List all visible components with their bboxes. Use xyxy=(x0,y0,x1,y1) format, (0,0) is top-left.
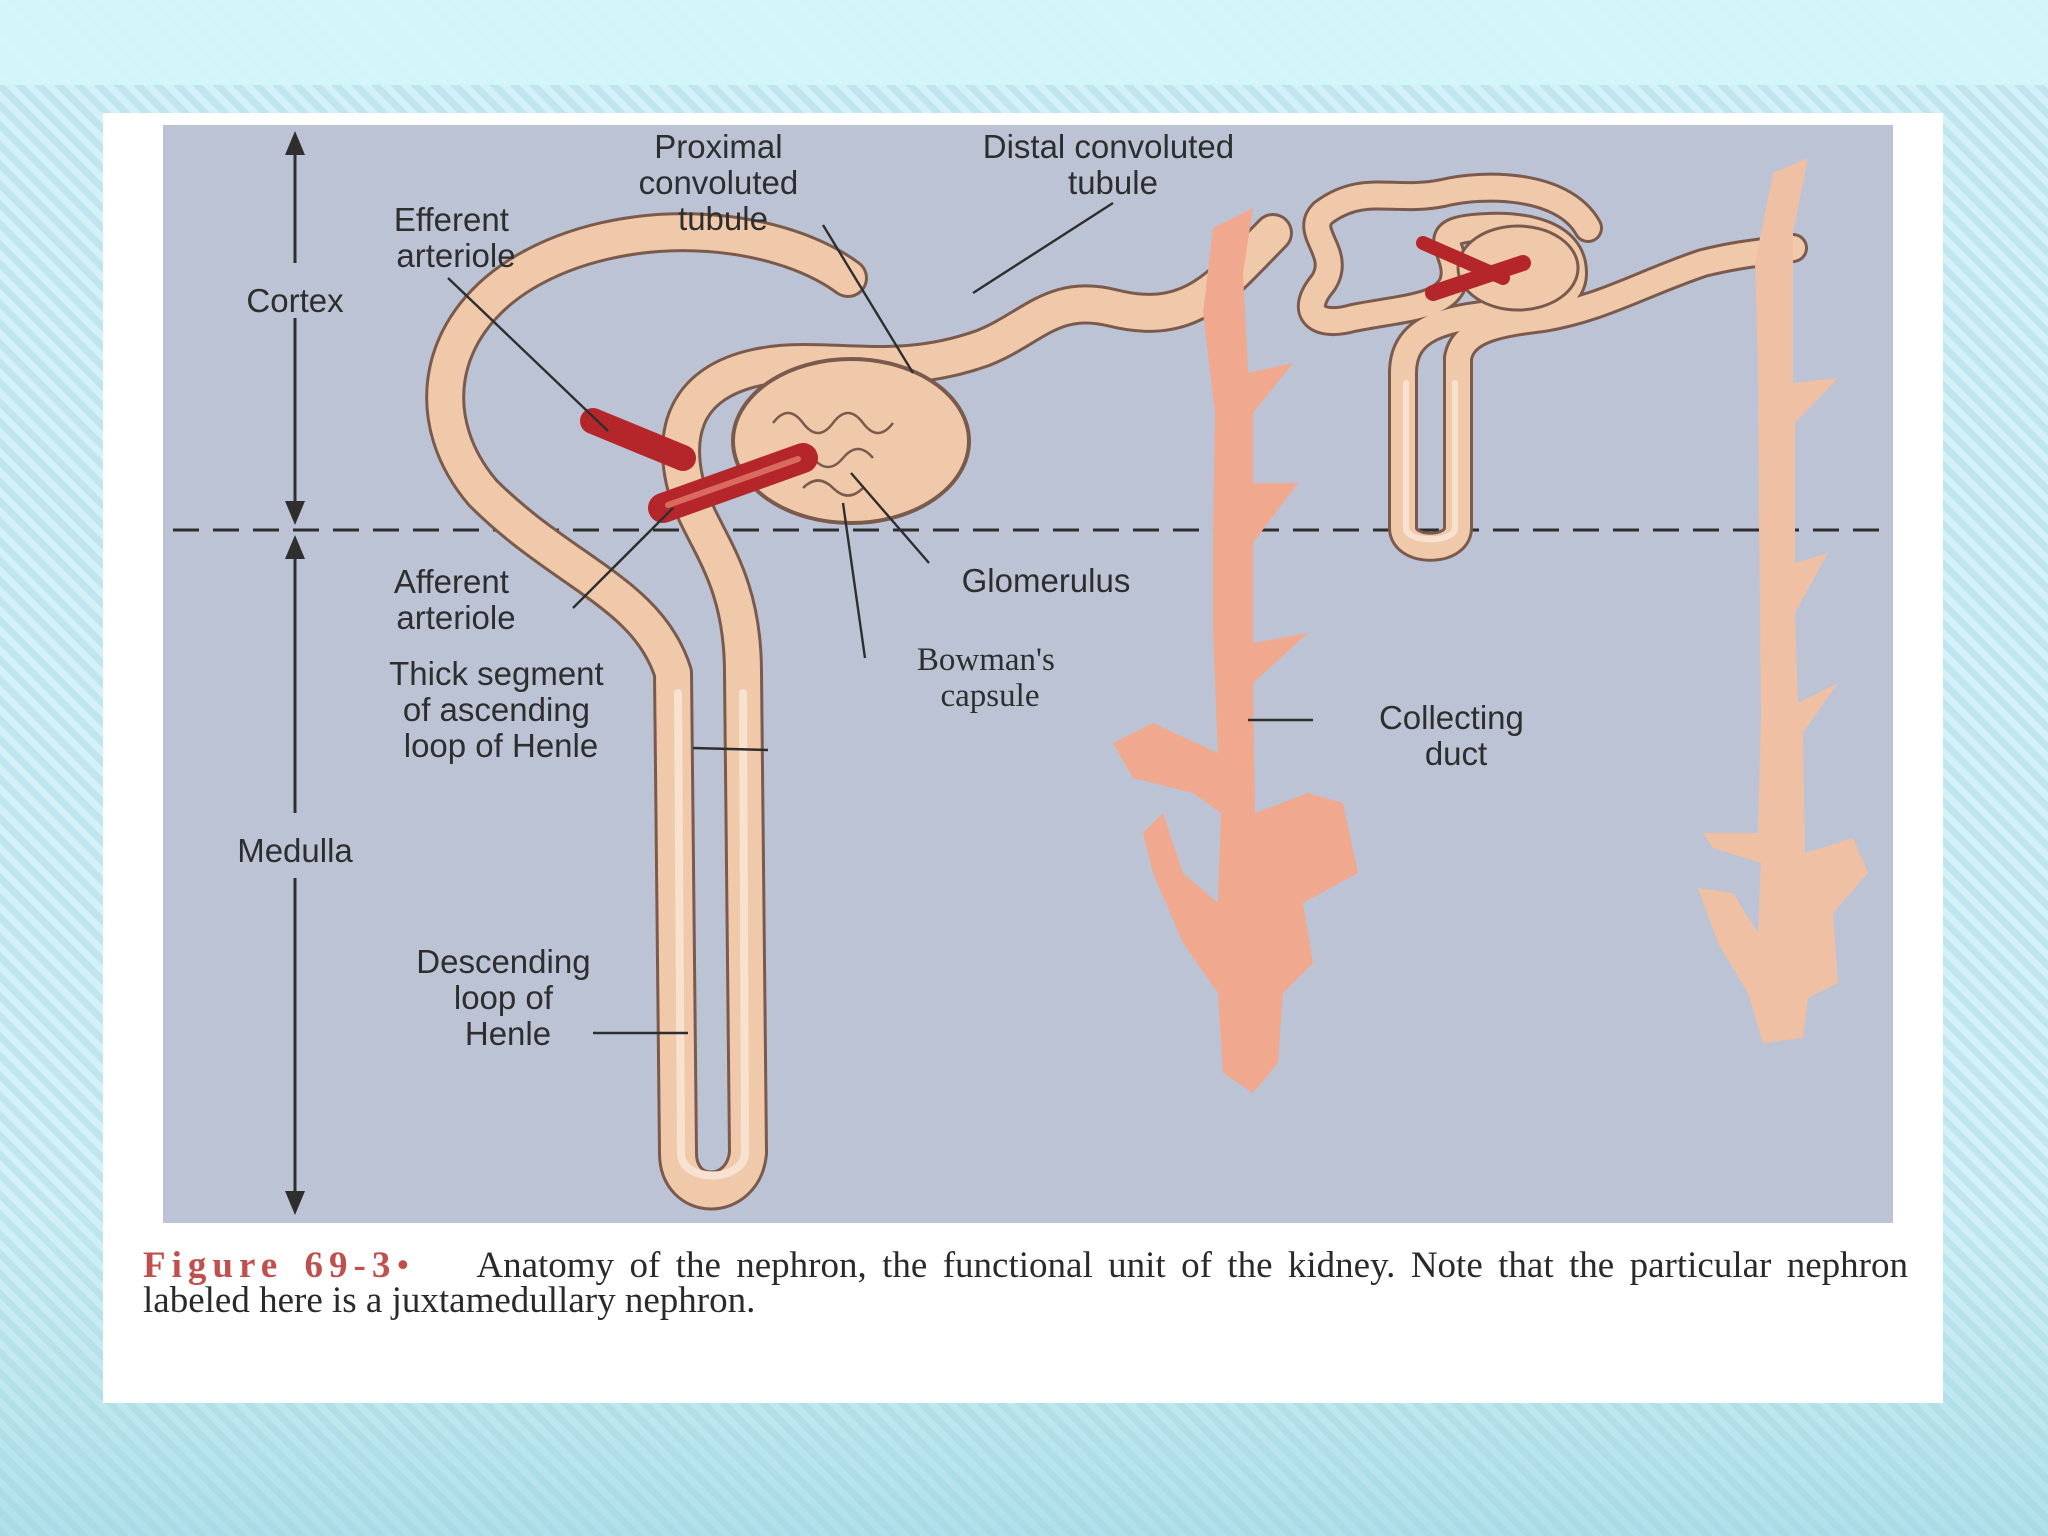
juxtamedullary-nephron xyxy=(425,212,1293,1211)
label-thick-segment: Thick segment of ascending loop of Henle xyxy=(389,655,613,764)
cortex-arrow-up-head xyxy=(285,131,305,155)
figure-panel: Cortex Medulla Proximal convoluted tubul… xyxy=(103,113,1943,1403)
medulla-arrow-up-head xyxy=(285,535,305,559)
label-afferent-arteriole: Afferent arteriole xyxy=(394,563,518,636)
label-medulla: Medulla xyxy=(237,832,353,869)
efferent-arteriole-vessel xyxy=(580,408,696,471)
nephron-diagram: Cortex Medulla Proximal convoluted tubul… xyxy=(163,125,1893,1223)
cortical-loop-lumen xyxy=(1403,380,1458,543)
leader-afferent xyxy=(572,507,674,609)
collecting-duct-right xyxy=(1698,158,1868,1043)
label-descending-loop: Descending loop of Henle xyxy=(416,943,599,1052)
label-efferent-arteriole: Efferent arteriole xyxy=(394,201,518,274)
collecting-duct-main xyxy=(1113,208,1358,1093)
leader-bowmans xyxy=(841,502,867,659)
label-collecting-duct: Collecting duct xyxy=(1379,699,1533,772)
leader-distal xyxy=(972,201,1114,295)
figure-caption: Figure 69-3•Anatomy of the nephron, the … xyxy=(143,1245,1908,1321)
loop-of-henle-lumen xyxy=(674,689,749,1180)
caption-text: Anatomy of the nephron, the functional u… xyxy=(143,1245,1908,1321)
afferent-arteriole-highlight xyxy=(665,456,801,508)
tubule-fill xyxy=(428,215,1290,1208)
collecting-duct-shape xyxy=(1113,208,1358,1093)
leader-proximal xyxy=(821,224,915,374)
medulla-arrow-down-head xyxy=(285,1191,305,1215)
caption-separator: • xyxy=(396,1245,410,1286)
right-collecting-duct-shape xyxy=(1698,158,1868,1043)
cortical-afferent-arteriole xyxy=(1425,255,1531,301)
label-glomerulus: Glomerulus xyxy=(962,562,1131,599)
leader-efferent xyxy=(447,277,609,432)
leader-thick-segment xyxy=(692,746,769,752)
figure-number: Figure 69-3 xyxy=(143,1245,397,1286)
cortical-nephron xyxy=(1296,172,1808,562)
leader-glomerulus xyxy=(850,472,930,564)
label-bowmans-capsule: Bowman's capsule xyxy=(917,642,1063,714)
label-distal-tubule: Distal convoluted tubule xyxy=(983,128,1243,201)
label-cortex: Cortex xyxy=(246,282,344,319)
cortex-arrow-down-head xyxy=(285,501,305,525)
bowmans-capsule-shape xyxy=(731,357,971,525)
label-proximal-tubule: Proximal convoluted tubule xyxy=(639,128,808,237)
